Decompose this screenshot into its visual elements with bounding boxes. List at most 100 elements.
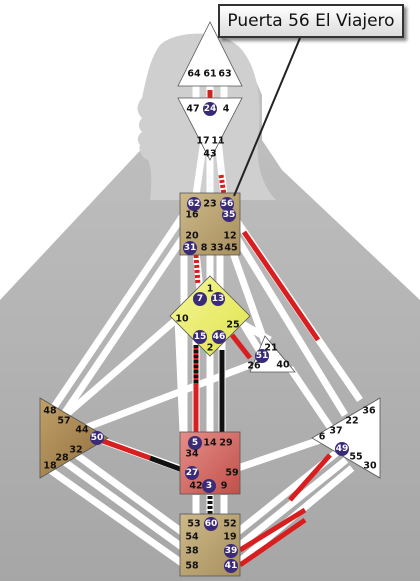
gate-badge-5 <box>188 436 202 450</box>
gate-3: 3 <box>206 481 212 491</box>
gate-badge-50 <box>90 431 104 445</box>
gate-9: 9 <box>221 481 228 492</box>
gate-25: 25 <box>226 320 239 331</box>
gate-44: 44 <box>75 425 89 436</box>
gate-7: 7 <box>197 294 203 304</box>
gate-63: 63 <box>218 69 231 80</box>
gate-8: 8 <box>201 243 208 254</box>
gate-17: 17 <box>196 136 209 147</box>
gate-10: 10 <box>175 314 189 325</box>
channel-50-27-active <box>99 437 151 461</box>
gate-badge-62 <box>187 197 201 211</box>
gate-badge-15 <box>193 330 207 344</box>
gate-40: 40 <box>276 360 290 371</box>
channel-49-active <box>288 453 332 502</box>
channel-55-39 <box>231 457 349 553</box>
gate-20: 20 <box>185 231 199 242</box>
gate-badge-49 <box>335 442 349 456</box>
gate-46: 46 <box>213 332 226 342</box>
channel-40-37 <box>287 366 335 432</box>
gate-59: 59 <box>225 468 238 479</box>
gate-2: 2 <box>207 343 214 354</box>
gate-badge-39 <box>224 544 238 558</box>
gate-callout-text: Puerta 56 El Viajero <box>227 11 395 31</box>
gate-54: 54 <box>185 532 199 543</box>
gate-badge-24 <box>203 102 217 116</box>
channel-32-54 <box>67 447 189 538</box>
gate-badge-51 <box>255 349 269 363</box>
gate-badge-27 <box>185 466 199 480</box>
channel-16-48 <box>49 212 187 412</box>
gate-18: 18 <box>43 461 57 472</box>
gate-27: 27 <box>186 468 199 478</box>
gate-34: 34 <box>185 449 199 460</box>
gate-callout: Puerta 56 El Viajero <box>218 4 404 38</box>
channel-20-57 <box>57 234 187 422</box>
gate-badge-60 <box>204 517 218 531</box>
gate-48: 48 <box>43 406 57 417</box>
gate-51: 51 <box>256 351 269 361</box>
gate-badge-7 <box>193 292 207 306</box>
gate-41: 41 <box>225 561 238 571</box>
gate-12: 12 <box>223 231 236 242</box>
gate-6: 6 <box>319 432 326 443</box>
gate-58: 58 <box>185 561 199 572</box>
gate-39: 39 <box>225 546 238 556</box>
gate-15: 15 <box>194 332 207 342</box>
gate-36: 36 <box>362 406 376 417</box>
channel-59-6 <box>230 436 322 474</box>
gate-28: 28 <box>55 453 69 464</box>
gate-64: 64 <box>187 69 201 80</box>
gate-11: 11 <box>211 136 224 147</box>
gate-13: 13 <box>212 294 225 304</box>
gate-31: 31 <box>184 243 197 253</box>
gate-5: 5 <box>192 438 198 448</box>
gate-57: 57 <box>57 416 70 427</box>
channel-10-57 <box>57 315 181 423</box>
gate-50: 50 <box>91 433 104 443</box>
gate-42: 42 <box>189 481 202 492</box>
gate-19: 19 <box>223 532 236 543</box>
channel-45-21 <box>228 248 269 345</box>
channel-41-active <box>238 517 307 568</box>
gate-21: 21 <box>264 343 277 354</box>
gate-45: 45 <box>224 243 237 254</box>
gate-badge-56 <box>220 197 234 211</box>
g-center <box>169 275 251 357</box>
gate-4: 4 <box>223 104 230 115</box>
gate-badge-31 <box>183 241 197 255</box>
gate-53: 53 <box>187 519 200 530</box>
gate-49: 49 <box>336 444 349 454</box>
gate-55: 55 <box>349 452 362 463</box>
gate-24: 24 <box>204 104 217 114</box>
gate-38: 38 <box>185 546 199 557</box>
gate-30: 30 <box>363 461 377 472</box>
channel-28-38 <box>59 457 189 553</box>
channel-39-active <box>238 507 307 553</box>
gate-16: 16 <box>185 210 199 221</box>
spleen-center <box>39 397 109 479</box>
gate-33: 33 <box>210 243 223 254</box>
gate-22: 22 <box>345 416 358 427</box>
channel-18-58 <box>47 467 189 569</box>
channel-31-active <box>193 254 201 286</box>
channel-17-62 <box>192 139 208 196</box>
gate-43: 43 <box>203 149 216 160</box>
channel-12-22 <box>229 228 348 417</box>
callout-pointer <box>233 37 301 197</box>
gate-14: 14 <box>203 438 217 449</box>
gate-29: 29 <box>219 438 232 449</box>
gate-23: 23 <box>203 199 216 210</box>
channel-56-active <box>218 174 227 196</box>
gate-badge-35 <box>222 208 236 222</box>
gate-62: 62 <box>188 199 201 209</box>
gate-60: 60 <box>205 519 218 529</box>
gate-32: 32 <box>69 445 82 456</box>
gate-26: 26 <box>247 361 261 372</box>
channel-35-active <box>241 230 321 342</box>
gate-52: 52 <box>223 519 236 530</box>
gate-47: 47 <box>186 104 199 115</box>
gate-badge-3 <box>202 479 216 493</box>
